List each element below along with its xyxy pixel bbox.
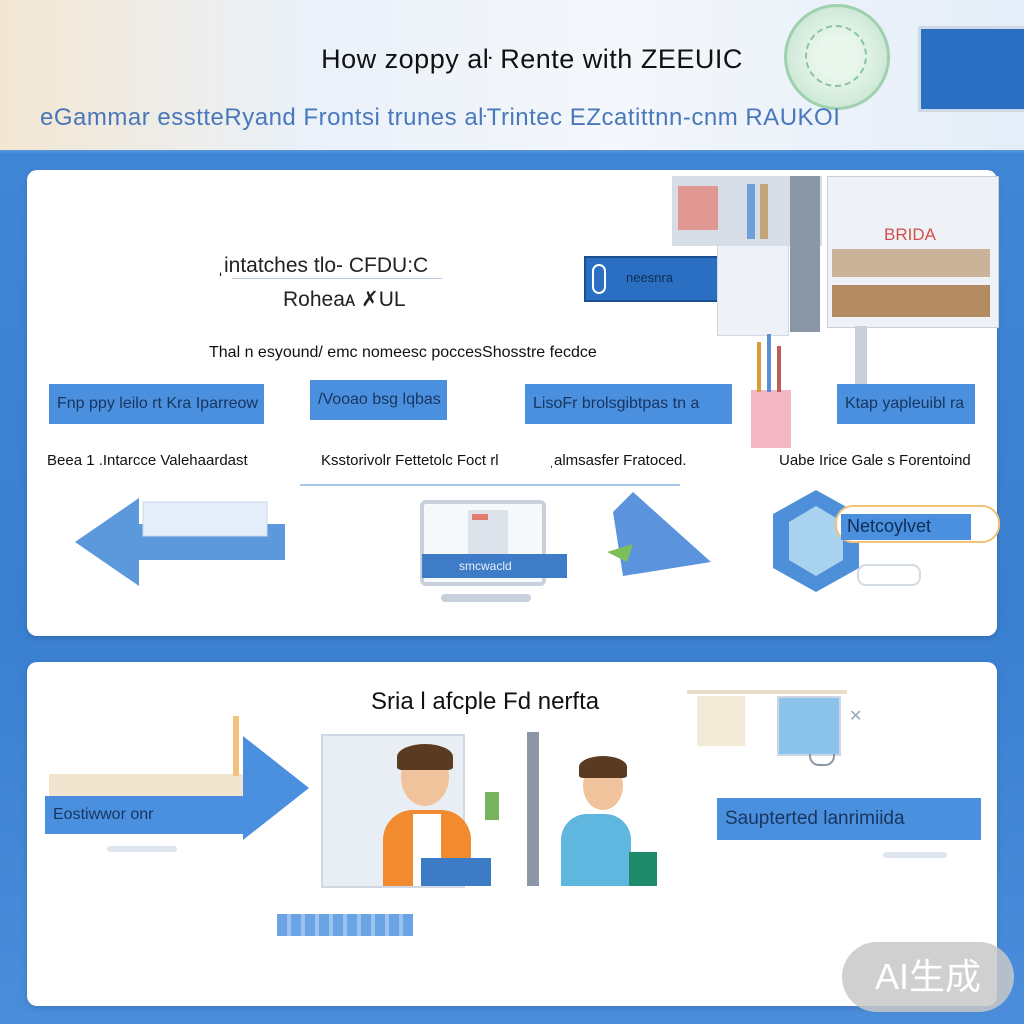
shadow — [107, 846, 177, 852]
person-2-hair — [579, 756, 627, 778]
folder-graphic — [49, 774, 249, 800]
shadow — [883, 852, 947, 858]
page-title: How zoppy aŀ Rente with ZEEUIC — [321, 44, 743, 74]
tag-2: /Vooao bsg lqbas — [310, 380, 447, 420]
pencil-cup-icon — [751, 334, 791, 448]
bottom-panel: Sria l afcple Fd nerfta Eostiwwor onr ✕ … — [27, 662, 997, 1006]
device-banner: smcwacld — [422, 554, 567, 578]
screen-label: neesnra — [626, 270, 673, 285]
caption-2: Ksstorivolr Fettetolc Foct rl — [321, 452, 499, 469]
person-2-body — [561, 814, 631, 886]
mouse-pad — [857, 564, 921, 586]
section-description: Thal n esyound/ emc nomeesc poccesShosst… — [209, 344, 597, 361]
cabinet-leg — [855, 326, 867, 386]
shelf-line — [687, 690, 847, 694]
chevron-right-icon — [233, 716, 309, 840]
tag-4: Ktap yapleuibl ra — [837, 384, 975, 424]
display-cabinet: BRIDA — [827, 176, 999, 328]
ruler-strip — [277, 914, 413, 936]
shelf-sign: BRIDA — [884, 225, 936, 244]
section-heading: ˌintatches tlo- CFDU:C — [217, 254, 429, 277]
tag-3: LisoFr brolsgibtpas tn a — [525, 384, 732, 424]
seal-icon — [784, 4, 890, 110]
divider — [232, 278, 442, 279]
paper-plane-icon — [607, 492, 711, 576]
note-card — [697, 696, 745, 746]
device-label: smcwacld — [459, 559, 512, 573]
window-post — [527, 732, 539, 886]
screen-banner: neesnra — [584, 256, 719, 302]
close-icon: ✕ — [849, 708, 863, 725]
top-panel: ˌintatches tlo- CFDU:C Roheaᴀ ✗UL neesnr… — [27, 170, 1000, 636]
monitor-icon — [918, 26, 1024, 112]
caption-4: Uabe Irice Gale s Forentoind — [779, 452, 971, 469]
book-icon — [421, 858, 491, 886]
shelf-post — [790, 176, 820, 332]
thermometer-icon — [592, 264, 606, 294]
tag-1: Fnp ppy leilo rt Kra Iparreow — [49, 384, 264, 424]
plant-icon — [485, 792, 499, 820]
section-subheading: Roheaᴀ ✗UL — [283, 288, 406, 311]
laptop-base — [441, 594, 531, 602]
picture-frame — [777, 696, 841, 756]
arrow-left-graphic — [75, 498, 285, 586]
caption-3: ˌalmsasfer Fratoced. — [549, 452, 687, 469]
connector-line — [300, 484, 680, 486]
caption-1: Beea 1 .Intarcce Valehaardast — [47, 452, 248, 469]
right-tag: Saupterted lanrimiida — [717, 798, 981, 840]
box-banner: Netcoylvet — [841, 514, 971, 540]
person-1-hair — [397, 744, 453, 770]
paper-sheet — [717, 244, 789, 336]
cup-icon — [809, 754, 835, 766]
tablet-icon — [629, 852, 657, 886]
left-tag: Eostiwwor onr — [45, 796, 249, 834]
box-label: Netcoylvet — [847, 516, 932, 536]
page-subtitle: eGammar esstteRyand Frontsi trunes aŀTri… — [40, 104, 841, 131]
section-heading: Sria l afcple Fd nerfta — [371, 688, 600, 715]
ai-generated-badge: AI生成 — [842, 942, 1014, 1012]
